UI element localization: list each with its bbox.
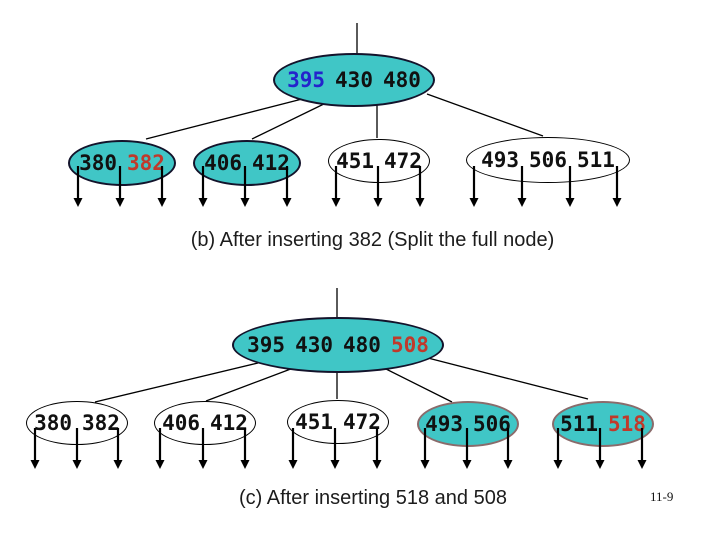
node-key: 480 [343,333,381,357]
node-key: 395 [247,333,286,357]
node-key: 430 [335,68,373,92]
tree-b-edge [145,97,307,140]
tree-b-leaf-node: 380 382 [68,140,176,186]
tree-c-leaf-node: 380 382 [26,401,128,445]
tree-c-edge [379,365,453,403]
node-key: 506 [529,148,567,172]
tree-b-edge [426,93,544,137]
node-key: 395 [287,68,326,92]
tree-b-edge [251,100,331,140]
node-key: 451 [336,149,374,173]
node-key: 380 [34,411,72,435]
node-key: 511 [560,412,598,436]
tree-c-edge [423,356,589,400]
caption-c: (c) After inserting 518 and 508 [239,487,507,509]
tree-b-leaf-node: 493 506 511 [466,137,630,183]
node-key: 472 [384,149,422,173]
tree-c-root-node: 395 430 480 508 [232,317,444,373]
node-key: 406 [204,151,242,175]
node-key: 451 [295,410,333,434]
tree-b-leaf-node: 406 412 [193,140,301,186]
tree-c-leaf-node: 451 472 [287,400,389,444]
node-key: 406 [162,411,200,435]
tree-c-edge [205,366,297,402]
node-key: 493 [481,148,520,172]
node-key: 380 [79,151,117,175]
node-key: 493 [425,412,463,436]
node-key: 508 [390,333,429,357]
tree-b-root-node: 395 430 480 [273,53,435,107]
node-key: 430 [295,333,333,357]
node-key: 382 [127,151,165,175]
tree-c-leaf-node: 511 518 [552,401,654,447]
page-number: 11-9 [650,489,674,504]
node-key: 518 [608,412,646,436]
node-key: 480 [382,68,421,92]
node-key: 412 [252,151,290,175]
node-key: 412 [210,411,248,435]
node-key: 382 [82,411,120,435]
caption-b: (b) After inserting 382 (Split the full … [190,229,555,251]
tree-b-leaf-node: 451 472 [328,139,430,183]
tree-c-leaf-node: 406 412 [154,401,256,445]
node-key: 506 [473,412,511,436]
node-key: 511 [576,148,615,172]
tree-c-edge [94,362,259,403]
node-key: 472 [343,410,381,434]
tree-c-leaf-node: 493 506 [417,401,519,447]
